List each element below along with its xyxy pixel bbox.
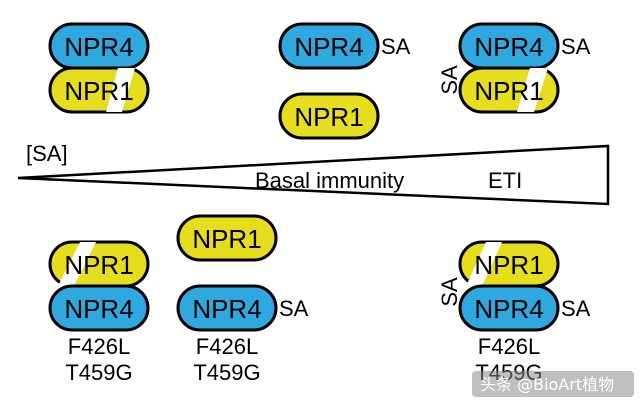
npr1-pill xyxy=(176,214,278,262)
mutation-f426l-label: F426L xyxy=(68,334,130,359)
sa-concentration-wedge xyxy=(17,144,610,206)
npr4-label: NPR4 xyxy=(64,294,133,324)
npr1-cleavage-mark xyxy=(517,68,548,112)
bottom-right-complex: NPR1 NPR4 SA SA F426L T459G xyxy=(437,240,591,385)
npr4-label: NPR4 xyxy=(192,294,261,324)
sa-label-vertical: SA xyxy=(437,65,462,95)
npr4-pill xyxy=(48,284,150,332)
mutation-t459g-label: T459G xyxy=(65,360,132,385)
npr4-pill xyxy=(278,22,380,70)
npr1-label: NPR1 xyxy=(294,102,363,132)
npr4-label: NPR4 xyxy=(294,32,363,62)
npr4-label: NPR4 xyxy=(474,294,543,324)
bottom-left-complex: NPR1 NPR4 F426L T459G xyxy=(48,240,150,385)
npr1-label: NPR1 xyxy=(474,76,543,106)
mutation-f426l-label: F426L xyxy=(196,334,258,359)
npr1-cleavage-mark xyxy=(58,242,96,286)
npr4-pill xyxy=(176,284,278,332)
sa-label: SA xyxy=(381,34,411,59)
npr1-cleavage-mark xyxy=(466,242,502,286)
npr4-label: NPR4 xyxy=(64,32,133,62)
watermark-text: 头条 @BioArt植物 xyxy=(480,375,614,394)
mutation-t459g-label: T459G xyxy=(193,360,260,385)
npr1-label: NPR1 xyxy=(64,76,133,106)
npr4-pill xyxy=(458,284,560,332)
watermark: 头条 @BioArt植物 xyxy=(472,371,634,397)
top-right-complex: NPR4 SA NPR1 SA xyxy=(437,22,591,114)
bottom-middle-complex: NPR1 NPR4 SA F426L T459G xyxy=(176,214,309,385)
npr1-label: NPR1 xyxy=(64,250,133,280)
sa-label: SA xyxy=(279,296,309,321)
sa-label: SA xyxy=(561,296,591,321)
npr1-pill xyxy=(278,92,380,140)
watermark-background xyxy=(472,371,634,397)
sa-gradient-wedge: [SA] Basal immunity ETI xyxy=(17,141,610,206)
eti-label: ETI xyxy=(488,168,522,193)
npr1-label: NPR1 xyxy=(474,250,543,280)
npr1-label: NPR1 xyxy=(192,224,261,254)
sa-label-vertical: SA xyxy=(437,277,462,307)
mutation-f426l-label: F426L xyxy=(478,334,540,359)
npr1-cleavage-mark xyxy=(106,68,135,112)
top-left-complex: NPR4 NPR1 xyxy=(48,22,150,114)
sa-concentration-label: [SA] xyxy=(26,141,68,166)
top-middle-complex: NPR4 SA NPR1 xyxy=(278,22,411,140)
basal-immunity-label: Basal immunity xyxy=(255,168,404,193)
npr4-label: NPR4 xyxy=(474,32,543,62)
sa-label: SA xyxy=(561,34,591,59)
